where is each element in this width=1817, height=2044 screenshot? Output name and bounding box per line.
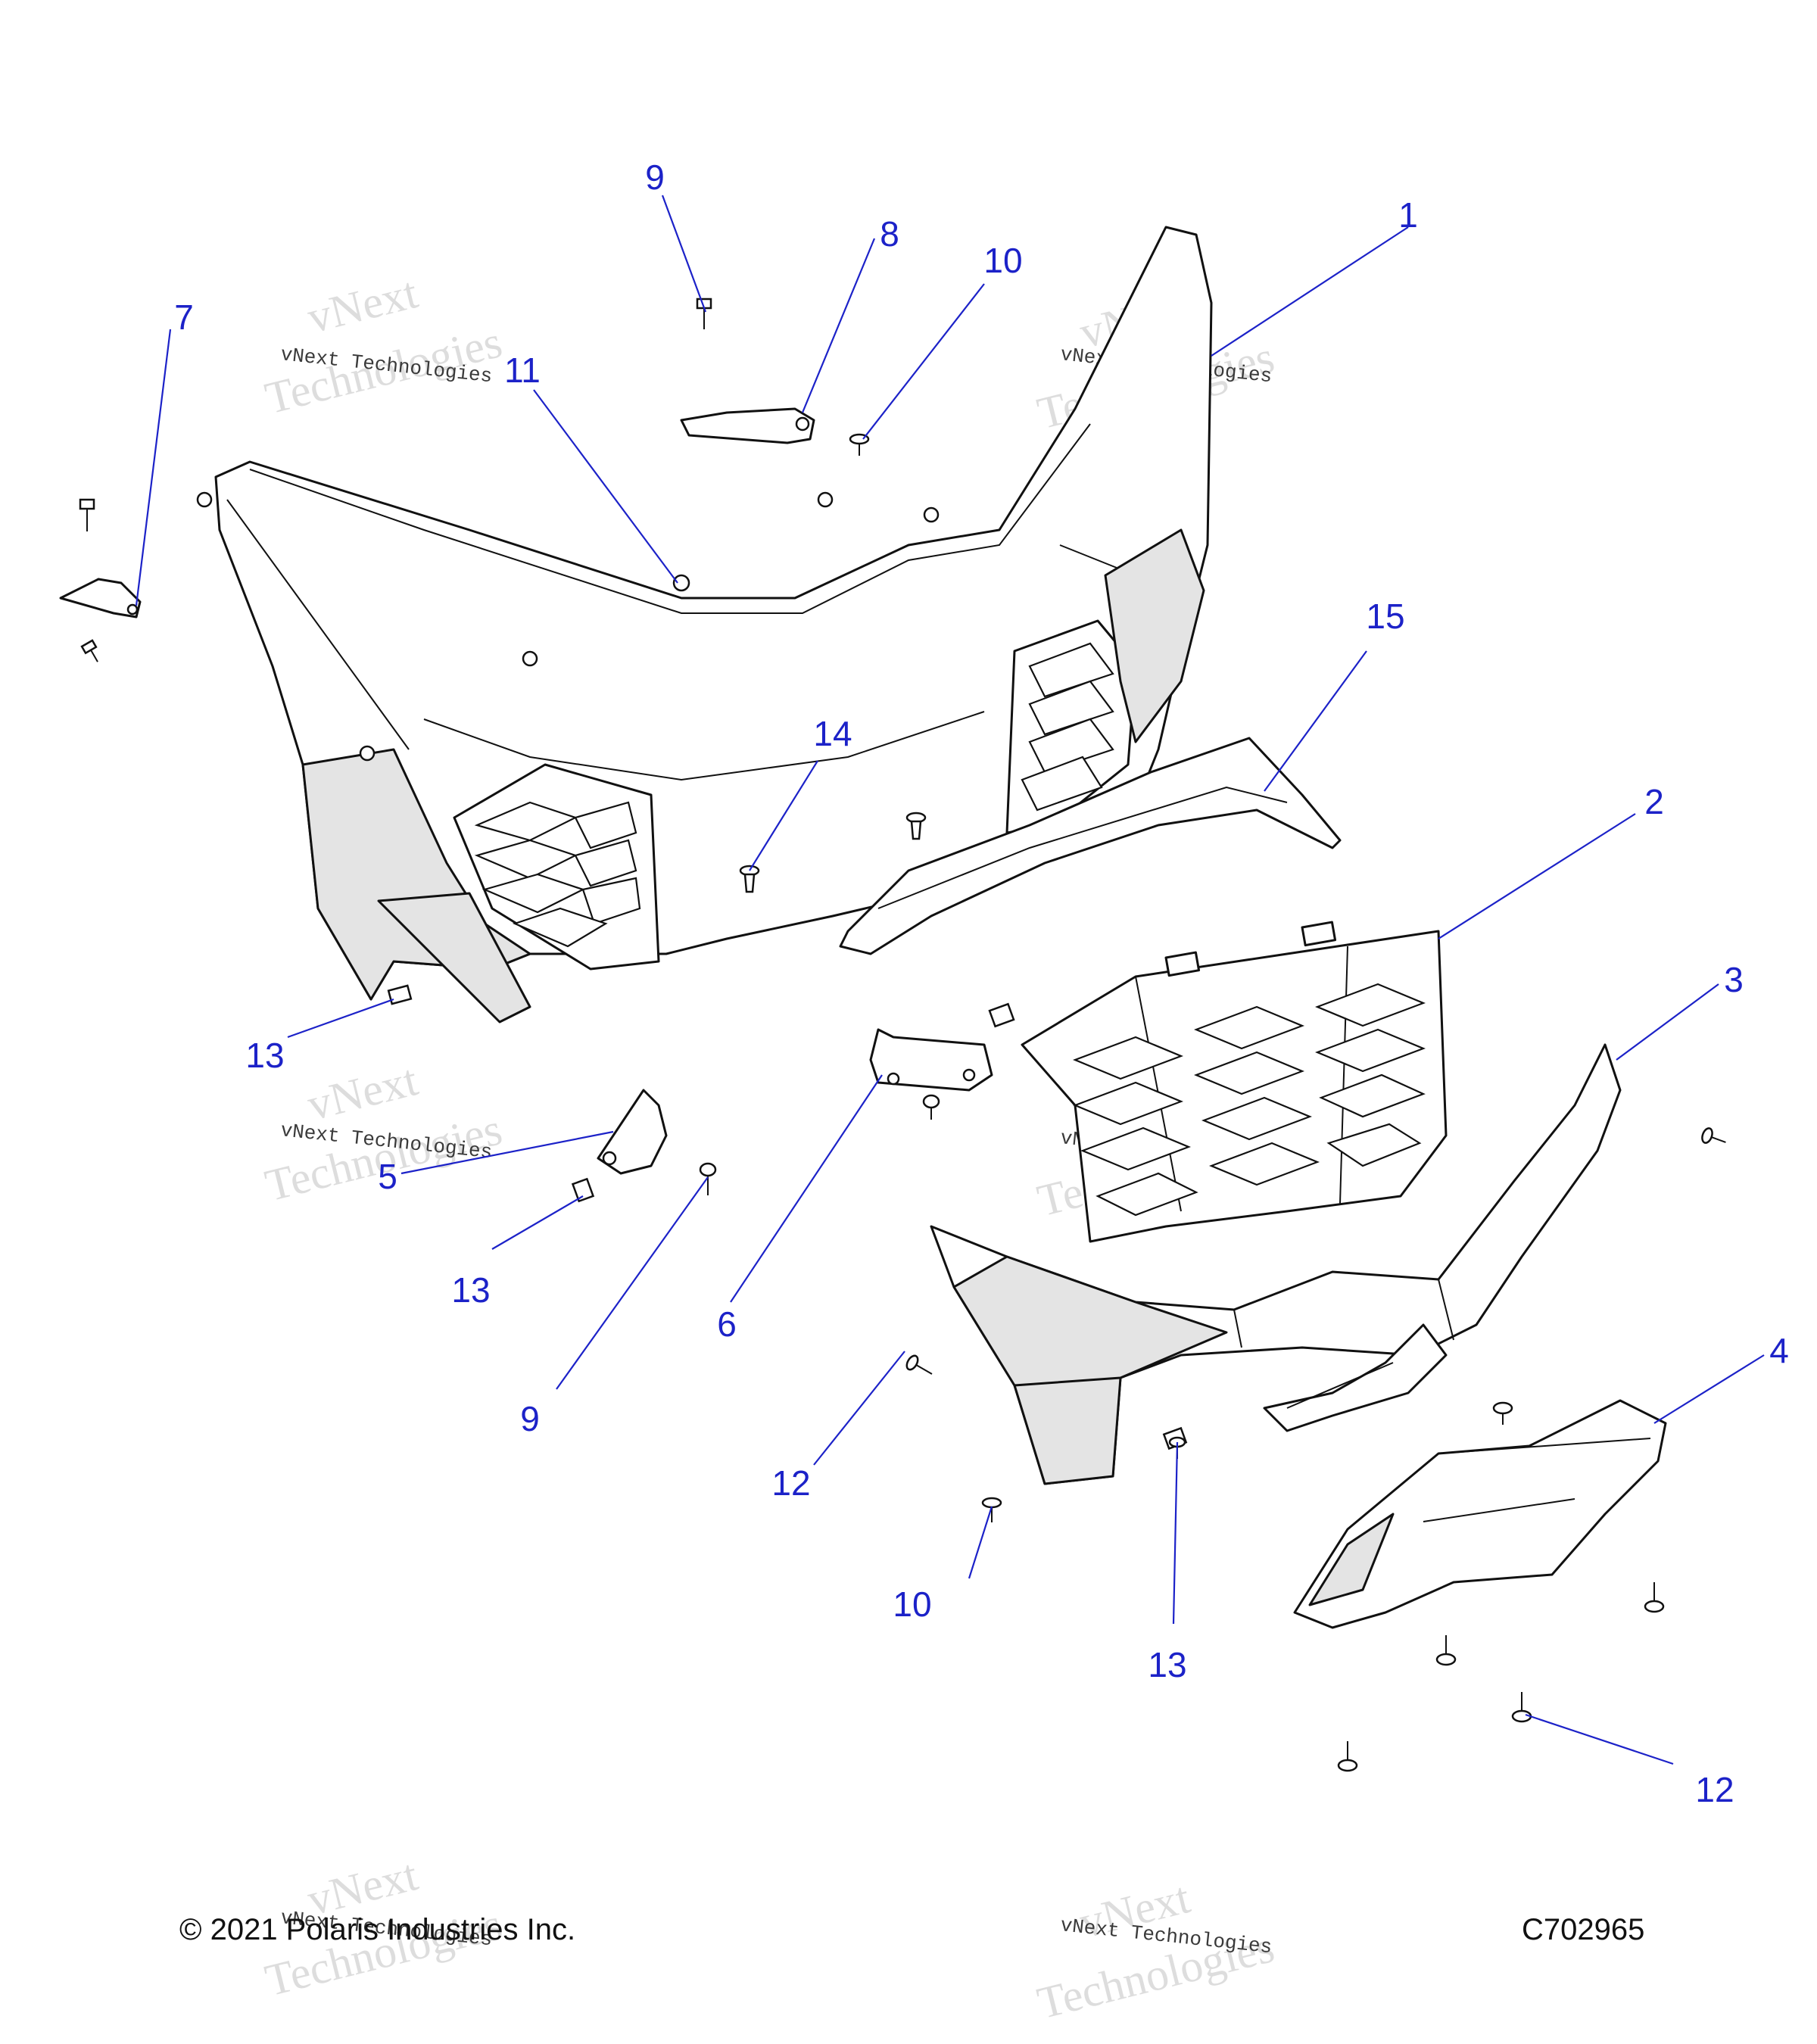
callout-1: 1 — [1398, 195, 1418, 235]
screw-9-mid — [699, 1162, 717, 1195]
callout-14: 14 — [813, 714, 852, 753]
bracket-8 — [680, 407, 815, 444]
rivet-14 — [739, 865, 760, 893]
screw-7-upper — [79, 498, 95, 531]
push-rivet-10-low — [981, 1497, 1002, 1522]
screw-9-top — [696, 298, 712, 329]
callout-10-top: 10 — [983, 241, 1022, 280]
callout-12-mid: 12 — [771, 1463, 810, 1503]
watermark-line1: vNext — [303, 1055, 423, 1130]
callout-9-top: 9 — [645, 157, 665, 197]
lower-skid-guard — [1293, 1399, 1667, 1629]
callout-3: 3 — [1724, 960, 1744, 999]
rivet-center — [905, 812, 927, 840]
fasteners — [79, 298, 1726, 1772]
rivet-right-3 — [1701, 1127, 1726, 1144]
callout-2: 2 — [1644, 782, 1664, 821]
callout-10-low: 10 — [893, 1584, 931, 1624]
callout-4: 4 — [1769, 1331, 1789, 1370]
clip-near-grille — [988, 1002, 1015, 1028]
leader-lines — [135, 195, 1765, 1765]
center-grille-cells — [1073, 983, 1426, 1217]
bracket-5 — [597, 1089, 668, 1175]
front-fascia-frame — [196, 226, 1213, 1024]
lower-bumper-cover — [930, 1043, 1622, 1485]
callout-labels: 1 2 3 4 5 6 7 8 9 9 10 10 11 12 12 13 13… — [174, 157, 1789, 1809]
callout-15: 15 — [1366, 597, 1404, 636]
callout-11: 11 — [504, 351, 541, 390]
watermark-top-left: vNext Technologies — [260, 267, 507, 423]
upper-trim-bar — [839, 737, 1342, 955]
callout-13-mid: 13 — [451, 1270, 490, 1310]
center-grille — [1021, 921, 1448, 1243]
callout-6: 6 — [717, 1304, 737, 1344]
push-rivet-12-mid — [905, 1354, 933, 1375]
copyright-text: © 2021 Polaris Industries Inc. — [179, 1913, 575, 1946]
watermark-line1: vNext — [303, 267, 423, 343]
screw-7-lower — [80, 639, 98, 662]
rivet-4-right — [1644, 1582, 1665, 1613]
rivet-4-mid — [1435, 1635, 1457, 1666]
rivet-4-upper — [1492, 1401, 1513, 1425]
callout-12-low: 12 — [1695, 1770, 1734, 1809]
callout-7: 7 — [174, 298, 194, 337]
callout-8: 8 — [880, 214, 899, 254]
bracket-6 — [869, 1028, 993, 1092]
clip-13-mid — [571, 1177, 595, 1203]
callout-13-upper: 13 — [245, 1036, 284, 1075]
callout-5: 5 — [378, 1157, 397, 1196]
right-grille-cells — [1021, 642, 1114, 812]
left-grille-cells — [474, 801, 641, 948]
screw-6 — [922, 1094, 940, 1120]
figure-code: C702965 — [1522, 1913, 1644, 1946]
clip-13-upper — [387, 984, 413, 1005]
callout-9-mid: 9 — [520, 1399, 540, 1438]
bracket-7 — [59, 578, 142, 618]
rivet-12-low — [1511, 1692, 1532, 1723]
callout-13-low: 13 — [1148, 1645, 1186, 1684]
rivet-low-left — [1337, 1741, 1358, 1772]
push-rivet-10-top — [849, 433, 870, 456]
